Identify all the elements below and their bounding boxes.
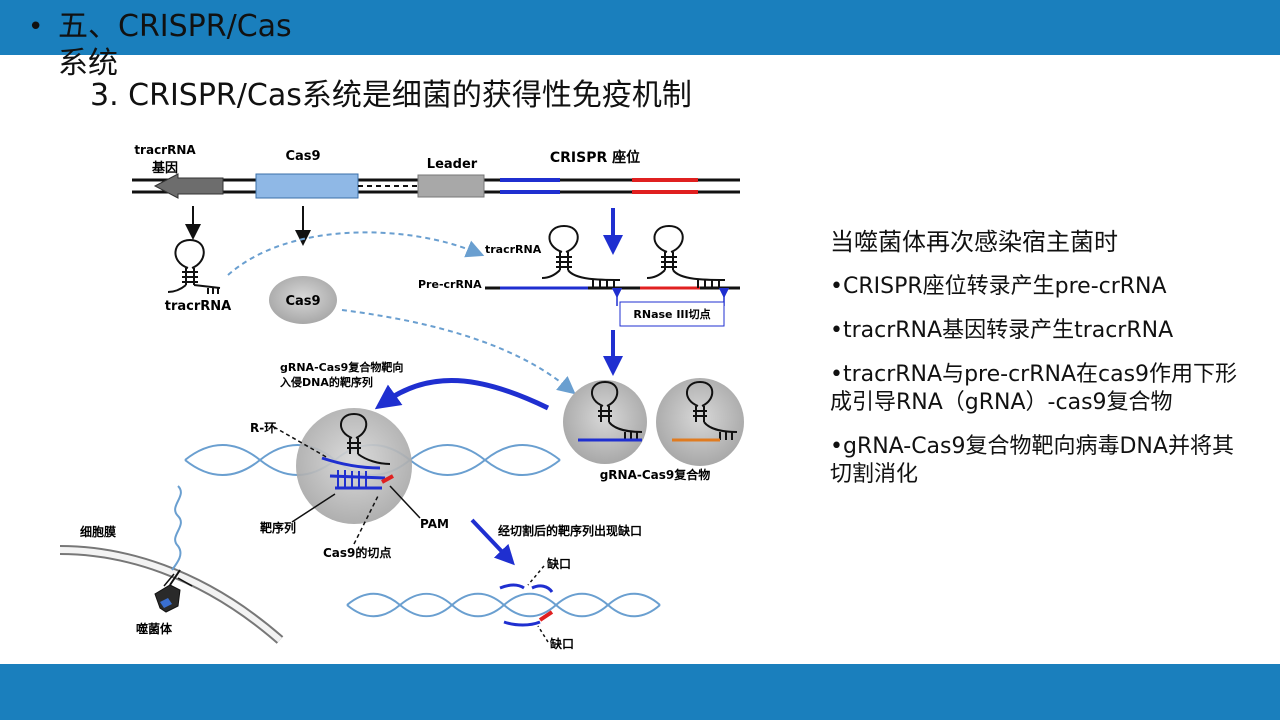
nick-top-label: 缺口 [547,556,571,571]
r-loop-label: R-环 [250,421,276,435]
phage-icon [154,569,193,613]
cas9-cut-label: Cas9的切点 [323,545,391,560]
targeting-label-line1: gRNA-Cas9复合物靶向 [280,360,403,374]
cut-dna-strand-b [346,592,661,618]
crispr-locus-label: CRISPR 座位 [550,149,640,166]
tracrrna-gene-sublabel: 基因 [151,160,178,176]
explanation-panel: 当噬菌体再次感染宿主菌时 •CRISPR座位转录产生pre-crRNA •tra… [830,222,1250,505]
explanation-item-4: •gRNA-Cas9复合物靶向病毒DNA并将其切割消化 [830,434,1234,487]
tracrrna-hairpin-bound-1 [541,224,621,288]
grna-cas9-complex-1 [563,380,647,464]
tracrrna-hairpin-left [167,238,221,294]
tracrrna-gene-label: tracrRNA [134,143,196,157]
tracrrna-label-mid: tracrRNA [485,243,542,256]
cell-membrane-label: 细胞膜 [80,524,116,539]
nick-bottom-label: 缺口 [550,636,574,651]
title-bullet: • [28,12,44,42]
top-banner [0,0,1280,55]
leader-label: Leader [427,157,478,172]
cas9-protein-label: Cas9 [285,294,320,309]
grna-cas9-complex-label: gRNA-Cas9复合物 [600,467,711,482]
phage-label: 噬菌体 [136,621,173,636]
pre-crrna-label: Pre-crRNA [418,278,482,291]
rnase-cut-box [619,301,725,327]
explanation-heading: 当噬菌体再次感染宿主菌时 [830,228,1118,256]
explanation-item-1: •CRISPR座位转录产生pre-crRNA [830,274,1167,299]
target-seq-label: 靶序列 [260,520,296,535]
tracrrna-hairpin-bound-2 [646,224,726,288]
rnase-cut-label: RNase III切点 [633,307,710,321]
bottom-banner [0,664,1280,720]
after-cut-label: 经切割后的靶序列出现缺口 [498,523,642,538]
pam-label: PAM [420,517,449,531]
grna-cas9-complex-2 [656,378,744,466]
tracrrna-label-left: tracrRNA [165,299,231,314]
leader-box [417,174,485,198]
cas9-gene-label: Cas9 [285,149,320,164]
cas9-protein [269,276,337,324]
slide-subtitle: 3. CRISPR/Cas系统是细菌的获得性免疫机制 [90,78,692,113]
explanation-item-3: •tracrRNA与pre-crRNA在cas9作用下形成引导RNA（gRNA）… [830,362,1238,415]
cas9-gene-box [255,173,359,199]
crispr-mechanism-diagram: tracrRNA 基因 Cas9 Leader CRISPR 座位 tracrR… [60,143,744,651]
explanation-item-2: •tracrRNA基因转录产生tracrRNA [830,318,1174,343]
tracrrna-gene-arrow [153,173,224,199]
targeting-label-line2: 入侵DNA的靶序列 [280,375,373,389]
section-title: 五、CRISPR/Cas系统 [58,9,292,81]
